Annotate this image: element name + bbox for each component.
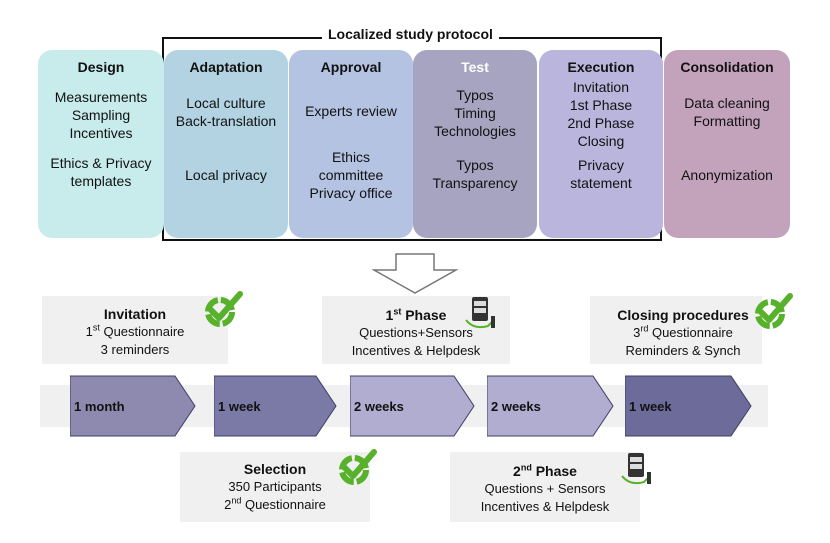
column-line: Ethics & Privacy — [50, 155, 152, 171]
down-arrow-icon — [372, 253, 458, 294]
card-line: Incentives & Helpdesk — [480, 499, 610, 514]
timeline-label: 2 weeks — [491, 399, 541, 414]
column-title: Test — [461, 59, 489, 75]
card-second-phase: 2nd Phase Questions + Sensors Incentives… — [450, 462, 640, 516]
card-closing: Closing procedures 3rd Questionnaire Rem… — [598, 306, 768, 360]
check-cycle-icon — [755, 293, 793, 329]
column-line: Experts review — [305, 103, 397, 119]
card-line: 1st Questionnaire — [85, 322, 185, 339]
phone-hand-icon — [465, 297, 495, 329]
timeline-label: 2 weeks — [354, 399, 404, 414]
lane-invitation — [42, 296, 228, 364]
column-line: Technologies — [434, 123, 516, 139]
column-title: Approval — [320, 59, 382, 75]
column-line: 2nd Phase — [567, 115, 635, 131]
timeline-chevron — [625, 375, 752, 437]
timeline-label: 1 week — [218, 399, 261, 414]
card-title: Closing procedures — [617, 307, 749, 323]
column-line: Ethics — [331, 149, 371, 165]
timeline-chevron — [70, 375, 196, 437]
column-line: Local privacy — [185, 167, 267, 183]
column-line: Privacy office — [309, 185, 393, 201]
column-title: Adaptation — [189, 59, 263, 75]
column-line: Typos — [456, 87, 494, 103]
timeline-label: 1 week — [629, 399, 672, 414]
column-line: Privacy — [578, 157, 624, 173]
column-line: Sampling — [71, 107, 131, 123]
column-line: Anonymization — [681, 167, 773, 183]
lane-selection — [180, 452, 370, 522]
card-line: 3 reminders — [100, 342, 170, 357]
column-title: Consolidation — [680, 59, 774, 75]
check-cycle-icon — [339, 449, 377, 485]
lane-second-phase — [450, 452, 640, 522]
column-line: Data cleaning — [684, 95, 770, 111]
column-line: Back-translation — [175, 113, 277, 129]
card-line: 350 Participants — [228, 479, 322, 494]
column-line: Local culture — [186, 95, 266, 111]
card-first-phase: 1st Phase Questions+Sensors Incentives &… — [322, 306, 510, 360]
card-line: 2nd Questionnaire — [224, 495, 326, 512]
column-line: templates — [70, 173, 132, 189]
column-line: Incentives — [69, 125, 133, 141]
check-cycle-icon — [205, 291, 243, 327]
card-title: Invitation — [103, 306, 167, 322]
timeline-chevron — [487, 375, 614, 437]
timeline-label: 1 month — [74, 399, 125, 414]
card-line: Reminders & Synch — [625, 343, 741, 358]
column-line: Measurements — [54, 89, 148, 105]
card-invitation: Invitation 1st Questionnaire 3 reminders — [42, 305, 228, 359]
column-line: statement — [570, 175, 632, 191]
card-line: Questions+Sensors — [359, 325, 473, 340]
column-line: Invitation — [572, 79, 630, 95]
card-title: Selection — [243, 461, 307, 477]
lane-closing — [590, 296, 762, 364]
column-line: committee — [318, 167, 384, 183]
timeline-chevron — [214, 375, 337, 437]
card-title: 2nd Phase — [513, 462, 577, 479]
column-line: Closing — [577, 133, 625, 149]
card-selection: Selection 350 Participants 2nd Questionn… — [180, 460, 370, 514]
column-line: Typos — [456, 157, 494, 173]
phone-hand-icon — [621, 453, 651, 485]
column-title: Execution — [567, 59, 635, 75]
card-line: Incentives & Helpdesk — [351, 343, 481, 358]
column-line: Timing — [454, 105, 496, 121]
card-line: Questions + Sensors — [484, 481, 606, 496]
timeline-chevron — [350, 375, 475, 437]
column-line: 1st Phase — [569, 97, 633, 113]
protocol-label: Localized study protocol — [322, 26, 499, 42]
column-title: Design — [77, 59, 125, 75]
card-line: 3rd Questionnaire — [633, 323, 733, 340]
card-title: 1st Phase — [385, 306, 447, 323]
column-line: Formatting — [693, 113, 761, 129]
column-line: Transparency — [432, 175, 518, 191]
